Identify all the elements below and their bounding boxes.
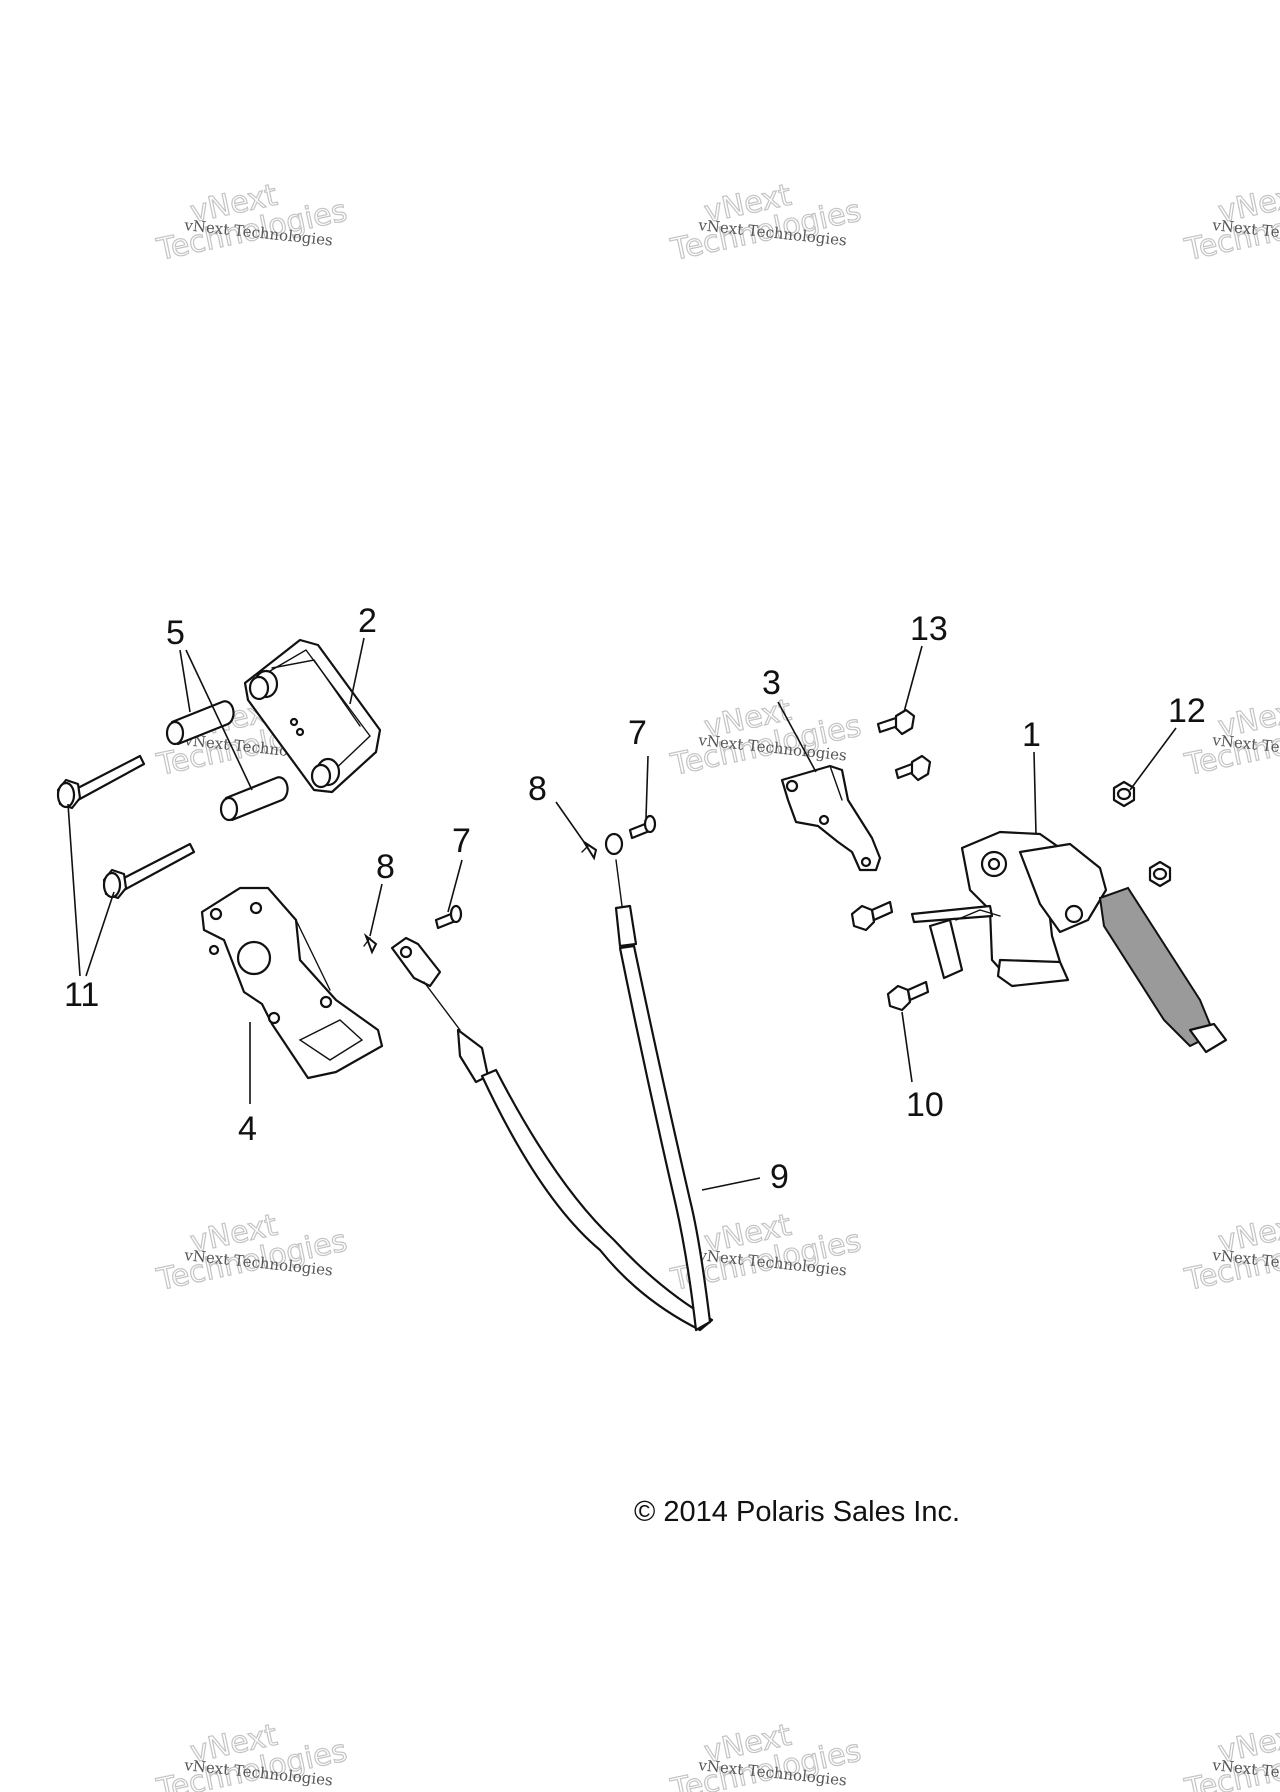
callout-7-left: 7 <box>452 822 471 860</box>
callout-labels: 1 2 3 4 5 7 7 8 8 9 10 11 12 13 <box>64 602 1206 1196</box>
part-7-clevis-pin-right <box>628 814 657 840</box>
callout-9: 9 <box>770 1158 789 1196</box>
part-12-nuts <box>1112 780 1172 888</box>
leader-lines <box>67 637 1177 1191</box>
part-1-brake-lever-assembly <box>910 830 1228 1054</box>
part-8-clip-right <box>581 841 598 861</box>
part-13-screws <box>876 708 932 782</box>
part-3-bracket <box>780 764 882 872</box>
callout-8-left: 8 <box>376 848 395 886</box>
callout-4: 4 <box>238 1110 257 1148</box>
callout-1: 1 <box>1022 716 1041 754</box>
part-5-spacers <box>165 700 289 822</box>
callout-8-right: 8 <box>528 770 547 808</box>
part-4-mounting-plate <box>200 886 384 1080</box>
callout-3: 3 <box>762 664 781 702</box>
part-2-pivot-bracket <box>243 638 382 794</box>
callout-7-right: 7 <box>628 714 647 752</box>
part-7-clevis-pin-left <box>434 904 463 930</box>
part-8-clip-left <box>363 932 378 955</box>
part-11-bolts <box>56 754 196 900</box>
part-9-cable <box>390 832 714 1332</box>
callout-5: 5 <box>166 614 185 652</box>
part-10-bolts <box>850 900 930 1012</box>
copyright-notice: © 2014 Polaris Sales Inc. <box>634 1496 961 1528</box>
callout-11: 11 <box>64 976 99 1014</box>
callout-10: 10 <box>906 1086 944 1124</box>
callout-12: 12 <box>1168 692 1206 730</box>
callout-13: 13 <box>910 610 948 648</box>
callout-2: 2 <box>358 602 377 640</box>
